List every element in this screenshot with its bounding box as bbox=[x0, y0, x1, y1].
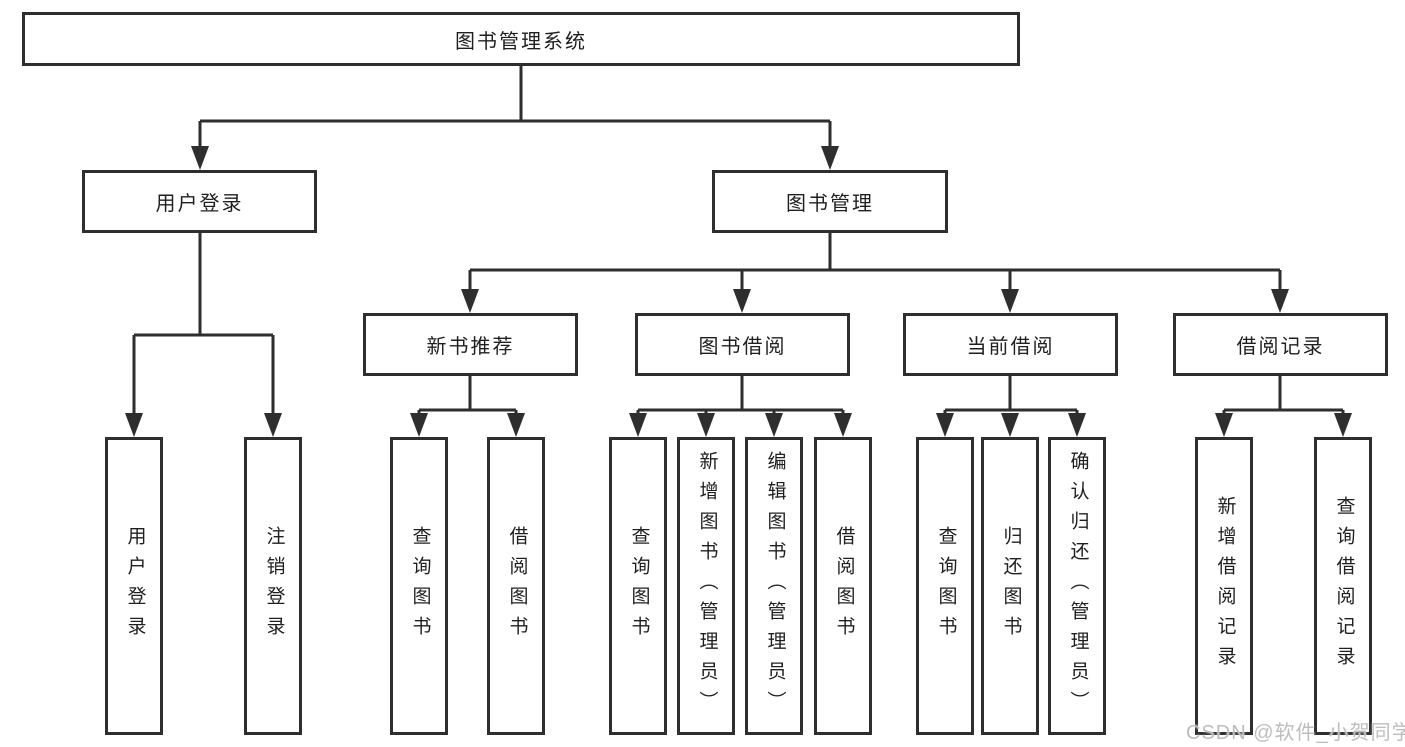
node-leaf-add-books-admin: 新增图书（管理员） bbox=[677, 437, 735, 735]
node-label: 图书管理 bbox=[786, 193, 874, 215]
node-label: 图书管理系统 bbox=[455, 30, 587, 53]
node-current-borrowing: 当前借阅 bbox=[903, 313, 1118, 376]
node-label: 借阅图书 bbox=[506, 526, 528, 646]
node-leaf-query-books-borrow: 查询图书 bbox=[609, 437, 667, 735]
arrowheads bbox=[125, 146, 1352, 437]
node-leaf-query-borrow-record: 查询借阅记录 bbox=[1314, 437, 1372, 735]
node-leaf-query-books-current: 查询图书 bbox=[916, 437, 974, 735]
node-label: 当前借阅 bbox=[966, 336, 1055, 358]
node-leaf-edit-books-admin: 编辑图书（管理员） bbox=[745, 437, 803, 735]
node-label: 新增图书（管理员） bbox=[696, 451, 718, 721]
watermark: CSDN @软件_小贺同学 bbox=[1186, 722, 1405, 744]
node-label: 新书推荐 bbox=[426, 336, 515, 358]
node-label: 用户登录 bbox=[155, 193, 244, 215]
node-label: 归还图书 bbox=[1000, 526, 1022, 646]
node-new-book-recommendation: 新书推荐 bbox=[363, 313, 578, 376]
node-borrowing-records: 借阅记录 bbox=[1173, 313, 1388, 376]
node-label: 查询图书 bbox=[628, 526, 650, 646]
node-book-management: 图书管理 bbox=[712, 170, 948, 233]
node-leaf-add-borrow-record: 新增借阅记录 bbox=[1195, 437, 1253, 735]
node-label: 新增借阅记录 bbox=[1214, 496, 1236, 676]
node-label: 借阅记录 bbox=[1236, 336, 1325, 358]
node-label: 确认归还（管理员） bbox=[1067, 451, 1089, 721]
node-label: 用户登录 bbox=[124, 526, 146, 646]
node-label: 查询借阅记录 bbox=[1333, 496, 1355, 676]
node-leaf-confirm-return-admin: 确认归还（管理员） bbox=[1048, 437, 1106, 735]
node-leaf-borrow-books: 借阅图书 bbox=[814, 437, 872, 735]
node-user-login: 用户登录 bbox=[82, 170, 317, 233]
node-root: 图书管理系统 bbox=[22, 12, 1020, 66]
node-label: 注销登录 bbox=[263, 526, 285, 646]
node-label: 借阅图书 bbox=[833, 526, 855, 646]
node-leaf-borrow-books-recommend: 借阅图书 bbox=[487, 437, 545, 735]
node-label: 编辑图书（管理员） bbox=[764, 451, 786, 721]
node-leaf-user-login: 用户登录 bbox=[105, 437, 163, 735]
node-label: 图书借阅 bbox=[698, 336, 787, 358]
node-leaf-return-books: 归还图书 bbox=[981, 437, 1039, 735]
node-book-borrowing: 图书借阅 bbox=[635, 313, 850, 376]
node-label: 查询图书 bbox=[409, 526, 431, 646]
node-label: 查询图书 bbox=[935, 526, 957, 646]
node-leaf-logout: 注销登录 bbox=[244, 437, 302, 735]
node-leaf-query-books-recommend: 查询图书 bbox=[390, 437, 448, 735]
